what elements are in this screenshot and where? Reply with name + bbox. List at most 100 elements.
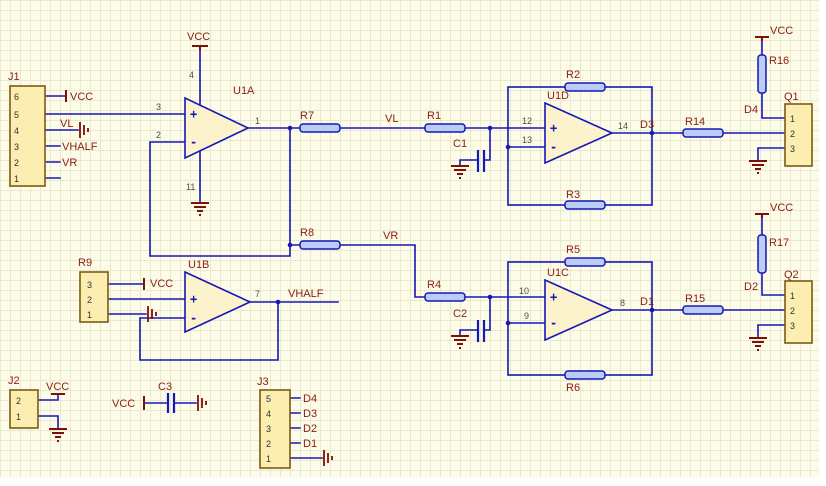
r9-pin-1: 1: [87, 310, 92, 320]
net-label-d3-j3: D3: [303, 408, 317, 420]
u1d-plus-icon: +: [550, 121, 557, 135]
part-r9[interactable]: [79, 271, 109, 323]
opamp-u1c[interactable]: [544, 278, 614, 342]
r16-ref: R16: [769, 55, 789, 67]
net-label-vl: VL: [385, 113, 398, 125]
r5-ref: R5: [566, 244, 580, 256]
r17-ref: R17: [769, 237, 789, 249]
resistor-r6[interactable]: [564, 370, 606, 380]
j1-pin-5: 5: [14, 110, 19, 120]
ground-symbol-u1a: [191, 202, 209, 216]
net-label-vcc-j2: VCC: [46, 381, 69, 393]
net-label-d1-j3: D1: [303, 438, 317, 450]
resistor-r15[interactable]: [682, 305, 724, 315]
net-label-vr: VR: [383, 230, 398, 242]
net-label-vl-j1: VL: [60, 118, 73, 130]
u1c-pin8: 8: [620, 298, 625, 308]
ground-symbol-q1: [749, 160, 767, 174]
u1a-pin4: 4: [189, 70, 194, 80]
net-label-vr-j1: VR: [62, 157, 77, 169]
opamp-u1b[interactable]: [184, 270, 252, 334]
r9-pin-2: 2: [87, 295, 92, 305]
wires-u1b-region: [37, 283, 339, 459]
j3-pin-2: 2: [266, 439, 271, 449]
r3-ref: R3: [566, 189, 580, 201]
r9-pin-3: 3: [87, 280, 92, 290]
opamp-u1d[interactable]: [544, 101, 614, 165]
q2-pin-1: 1: [790, 291, 795, 301]
u1a-minus-icon: -: [190, 135, 197, 149]
net-label-d3: D3: [640, 119, 654, 131]
q1-pin-1: 1: [790, 114, 795, 124]
ground-symbol-c1: [451, 165, 469, 179]
u1a-pin2: 2: [156, 130, 161, 140]
connector-j2[interactable]: [9, 389, 39, 429]
net-label-vhalf: VHALF: [288, 288, 324, 300]
q1-ref: Q1: [784, 91, 799, 103]
u1d-minus-icon: -: [550, 140, 557, 154]
u1b-plus-icon: +: [190, 292, 197, 306]
j1-pin-2: 2: [14, 158, 19, 168]
capacitor-c1[interactable]: [476, 150, 486, 172]
j2-pin-2: 2: [16, 396, 21, 406]
u1c-minus-icon: -: [550, 316, 557, 330]
u1d-ref: U1D: [547, 90, 569, 102]
u1c-pin10: 10: [519, 286, 529, 296]
resistor-r5[interactable]: [564, 257, 606, 267]
resistor-r14[interactable]: [682, 128, 724, 138]
u1a-plus-icon: +: [190, 107, 197, 121]
connector-q1[interactable]: [784, 103, 813, 167]
u1c-plus-icon: +: [550, 290, 557, 304]
u1c-pin9: 9: [524, 311, 529, 321]
c3-ref: C3: [158, 381, 172, 393]
q2-pin-2: 2: [790, 306, 795, 316]
j1-ref: J1: [8, 71, 20, 83]
c2-ref: C2: [453, 308, 467, 320]
r8-ref: R8: [300, 227, 314, 239]
signal-ground-c3-icon: [197, 395, 207, 411]
connector-j1[interactable]: [9, 85, 46, 187]
resistor-r16[interactable]: [757, 54, 767, 94]
wires-u1a-region: [44, 49, 546, 298]
resistor-r2[interactable]: [564, 82, 606, 92]
sheet-edge-right: [819, 0, 826, 486]
j3-pin-1: 1: [266, 454, 271, 464]
j2-ref: J2: [8, 375, 20, 387]
r14-ref: R14: [685, 116, 705, 128]
ground-symbol-j2: [49, 428, 67, 442]
resistor-r4[interactable]: [424, 292, 466, 302]
q1-pin-2: 2: [790, 129, 795, 139]
resistor-r17[interactable]: [757, 234, 767, 274]
r1-ref: R1: [427, 110, 441, 122]
q1-pin-3: 3: [790, 144, 795, 154]
q2-ref: Q2: [784, 269, 799, 281]
j1-pin-6: 6: [14, 92, 19, 102]
u1b-ref: U1B: [188, 259, 209, 271]
r9-ref: R9: [78, 257, 92, 269]
j1-pin-4: 4: [14, 126, 19, 136]
u1a-pin11: 11: [186, 182, 195, 192]
resistor-r8[interactable]: [299, 240, 341, 250]
capacitor-c3[interactable]: [166, 393, 176, 413]
u1d-pin14: 14: [618, 121, 628, 131]
capacitor-c2[interactable]: [476, 320, 486, 342]
resistor-r3[interactable]: [564, 200, 606, 210]
opamp-u1a[interactable]: [184, 96, 250, 160]
resistor-r1[interactable]: [424, 123, 466, 133]
j3-pin-3: 3: [266, 424, 271, 434]
signal-ground-vl-icon: [79, 122, 89, 138]
resistor-r7[interactable]: [299, 123, 341, 133]
connector-j3[interactable]: [259, 389, 291, 469]
net-label-vcc-c3: VCC: [112, 398, 135, 410]
j1-pin-1: 1: [14, 174, 19, 184]
net-label-d1: D1: [640, 296, 654, 308]
u1b-pin7: 7: [255, 289, 260, 299]
signal-ground-j3-icon: [323, 450, 333, 466]
connector-q2[interactable]: [784, 280, 813, 344]
u1c-ref: U1C: [547, 267, 569, 279]
net-label-vcc-j1: VCC: [70, 91, 93, 103]
j3-pin-4: 4: [266, 409, 271, 419]
net-label-d4: D4: [744, 104, 758, 116]
